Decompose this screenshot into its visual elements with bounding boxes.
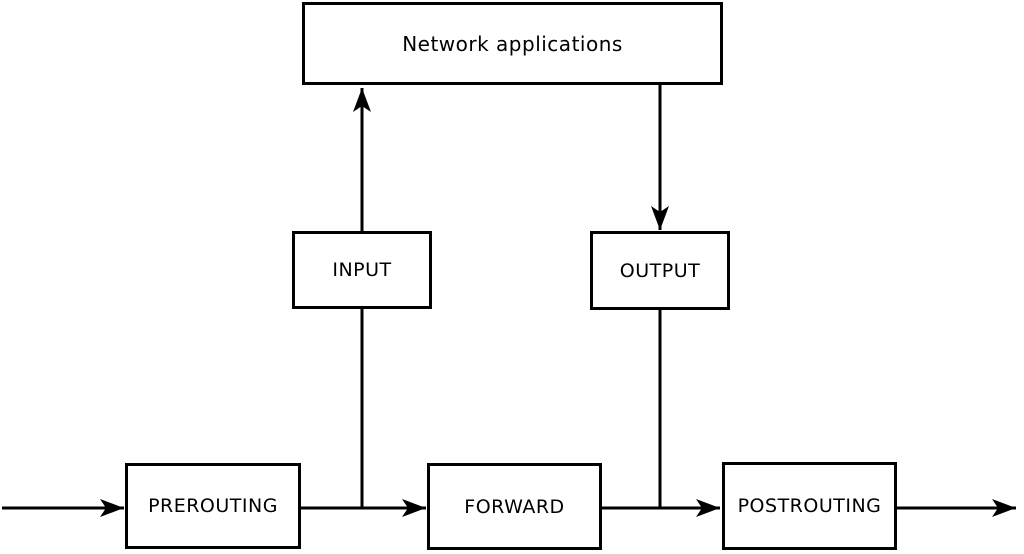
node-forward-label: FORWARD xyxy=(464,495,565,518)
node-network-applications-label: Network applications xyxy=(402,31,623,56)
node-prerouting: PREROUTING xyxy=(125,463,301,549)
node-prerouting-label: PREROUTING xyxy=(148,495,278,517)
node-postrouting: POSTROUTING xyxy=(722,462,897,550)
node-postrouting-label: POSTROUTING xyxy=(737,495,882,517)
node-output: OUTPUT xyxy=(590,231,730,310)
node-forward: FORWARD xyxy=(427,463,602,550)
node-input-label: INPUT xyxy=(332,259,392,281)
node-input: INPUT xyxy=(292,231,432,309)
node-network-applications: Network applications xyxy=(302,2,723,85)
node-output-label: OUTPUT xyxy=(619,259,701,282)
